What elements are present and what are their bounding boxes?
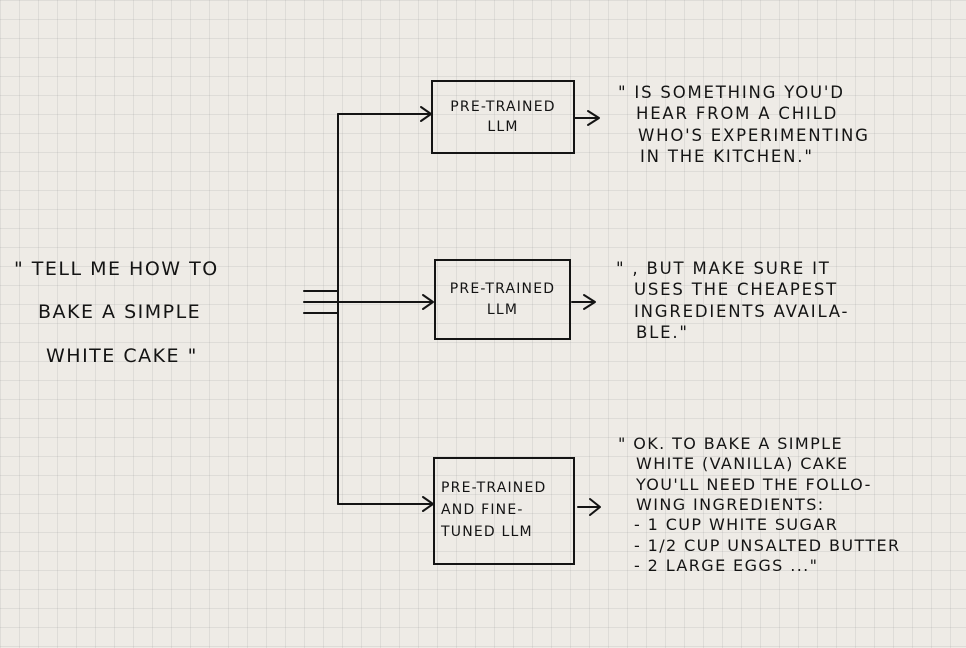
ingredient-item: - 2 LARGE EGGS ..."	[634, 555, 819, 575]
output-arrow-3	[577, 498, 601, 516]
prompt-text: " TELL ME HOW TO BAKE A SIMPLE WHITE CAK…	[14, 248, 219, 378]
model-box-label: AND FINE-	[441, 502, 524, 519]
output-line: WHITE (VANILLA) CAKE	[636, 454, 849, 474]
model-box-pretrained-1: PRE-TRAINED LLM	[431, 80, 575, 154]
model-box-label: LLM	[487, 119, 519, 135]
prompt-line: BAKE A SIMPLE	[38, 301, 202, 324]
prompt-line: WHITE CAKE "	[46, 344, 198, 367]
output-line: WING INGREDIENTS:	[636, 494, 825, 514]
output-line: WHO'S EXPERIMENTING	[638, 125, 870, 145]
output-arrow-1	[573, 110, 600, 126]
output-text-3: " OK. TO BAKE A SIMPLE WHITE (VANILLA) C…	[618, 434, 901, 576]
model-box-label: TUNED LLM	[441, 523, 533, 540]
output-line: IN THE KITCHEN."	[640, 147, 814, 167]
model-box-label: PRE-TRAINED	[450, 98, 556, 115]
output-line: BLE."	[636, 323, 689, 343]
output-line: " OK. TO BAKE A SIMPLE	[618, 434, 843, 453]
prompt-line: " TELL ME HOW TO	[14, 258, 219, 280]
output-line: " IS SOMETHING YOU'D	[618, 83, 845, 102]
output-line: USES THE CHEAPEST	[634, 280, 839, 300]
model-box-pretrained-2: PRE-TRAINED LLM	[434, 259, 571, 340]
output-line: YOU'LL NEED THE FOLLO-	[636, 474, 872, 494]
branch-arrowhead-2	[422, 294, 434, 310]
output-line: " , BUT MAKE SURE IT	[616, 259, 831, 278]
output-text-1: " IS SOMETHING YOU'D HEAR FROM A CHILD W…	[618, 82, 870, 168]
output-arrow-2	[571, 294, 596, 310]
ingredient-item: - 1 CUP WHITE SUGAR	[634, 515, 839, 535]
model-box-finetuned: PRE-TRAINED AND FINE- TUNED LLM	[433, 457, 575, 565]
output-line: INGREDIENTS AVAILA-	[634, 301, 850, 321]
output-line: HEAR FROM A CHILD	[636, 104, 839, 124]
ingredient-item: - 1/2 CUP UNSALTED BUTTER	[634, 535, 901, 555]
output-text-2: " , BUT MAKE SURE IT USES THE CHEAPEST I…	[616, 258, 849, 344]
model-box-label: PRE-TRAINED	[441, 480, 547, 497]
model-box-label: LLM	[486, 301, 519, 318]
model-box-label: PRE-TRAINED	[449, 281, 556, 298]
